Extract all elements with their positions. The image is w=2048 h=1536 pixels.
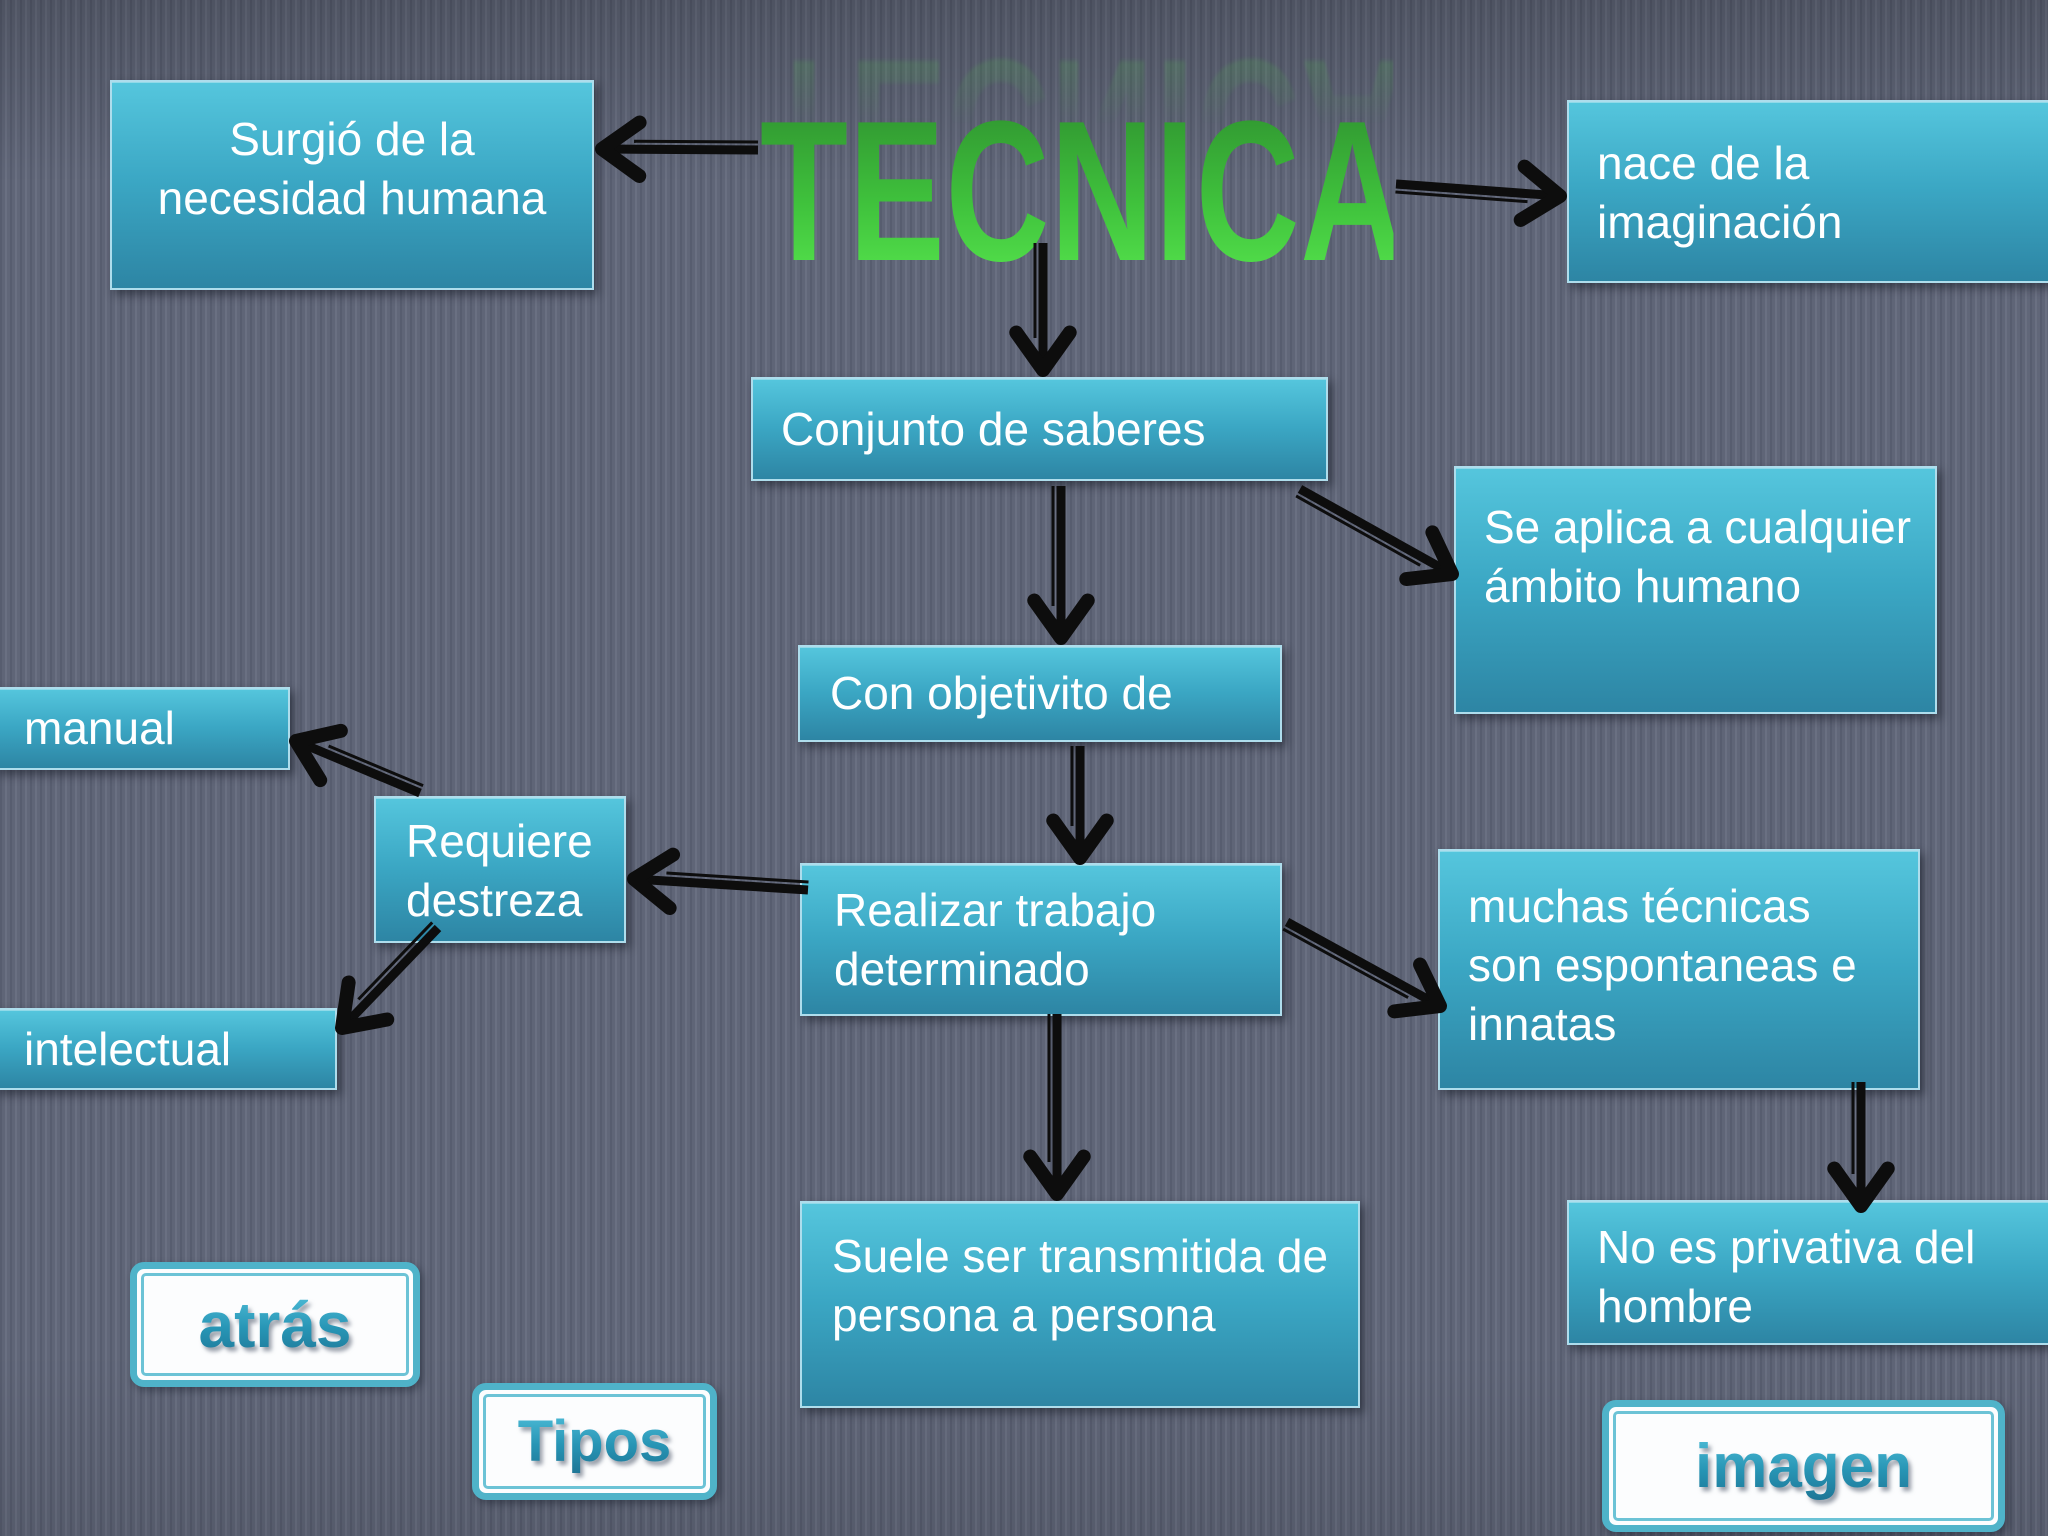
node-label: manual <box>24 702 175 755</box>
node-con-objetivo: Con objetivito de <box>798 645 1282 742</box>
node-label: Con objetivito de <box>830 667 1173 720</box>
node-label: Suele ser transmitida de persona a perso… <box>832 1230 1329 1341</box>
arrow-realizar-to-suele <box>1023 1014 1091 1201</box>
tipos-button[interactable]: Tipos <box>472 1383 717 1500</box>
arrow-tecnica-to-nace <box>1395 159 1567 227</box>
arrow-realizar-to-requiere <box>627 847 809 916</box>
imagen-button[interactable]: imagen <box>1602 1400 2005 1532</box>
arrow-conjunto-to-se-aplica <box>1295 485 1459 587</box>
page-title-reflection: TECNICA <box>760 18 1406 241</box>
node-label: Se aplica a cualquier ámbito humano <box>1484 501 1912 612</box>
atras-button[interactable]: atrás <box>130 1262 420 1387</box>
node-conjunto-saberes: Conjunto de saberes <box>751 377 1328 481</box>
arrow-tecnica-to-surgio <box>595 115 759 183</box>
node-label: Realizar trabajo determinado <box>834 884 1157 995</box>
node-label: Surgió de la necesidad humana <box>157 113 547 224</box>
node-muchas-tecnicas: muchas técnicas son espontaneas e innata… <box>1438 849 1920 1090</box>
node-suele-transmitida: Suele ser transmitida de persona a perso… <box>800 1201 1360 1408</box>
node-se-aplica-ambito: Se aplica a cualquier ámbito humano <box>1454 466 1937 714</box>
node-label: Conjunto de saberes <box>781 402 1206 455</box>
imagen-button-label: imagen <box>1694 1431 1913 1501</box>
node-label: nace de la imaginación <box>1597 137 1843 248</box>
arrow-conjunto-to-con-objetivo <box>1027 486 1095 645</box>
node-label: intelectual <box>24 1022 232 1075</box>
node-requiere-destreza: Requiere destreza <box>374 796 626 943</box>
node-label: muchas técnicas son espontaneas e innata… <box>1468 880 1857 1050</box>
imagen-button-inner-frame: imagen <box>1613 1411 1994 1521</box>
atras-button-inner-frame: atrás <box>141 1273 409 1376</box>
node-intelectual: intelectual <box>0 1008 337 1090</box>
page-title: TECNICA <box>760 80 1406 303</box>
node-manual: manual <box>0 687 290 770</box>
atras-button-label: atrás <box>198 1288 352 1361</box>
node-surgio-necesidad: Surgió de la necesidad humana <box>110 80 594 290</box>
arrow-con-objetivo-to-realizar <box>1046 746 1114 865</box>
arrow-requiere-to-manual <box>289 723 424 798</box>
tipos-button-inner-frame: Tipos <box>483 1394 706 1489</box>
node-realizar-trabajo: Realizar trabajo determinado <box>800 863 1282 1016</box>
node-label: Requiere destreza <box>406 815 593 926</box>
node-no-privativa: No es privativa del hombre <box>1567 1200 2048 1345</box>
arrow-muchas-to-no-privativa <box>1827 1082 1895 1213</box>
tipos-button-label: Tipos <box>517 1409 672 1474</box>
arrow-realizar-to-muchas <box>1282 918 1447 1019</box>
node-nace-imaginacion: nace de la imaginación <box>1567 100 2048 283</box>
node-label: No es privativa del hombre <box>1597 1221 1976 1332</box>
